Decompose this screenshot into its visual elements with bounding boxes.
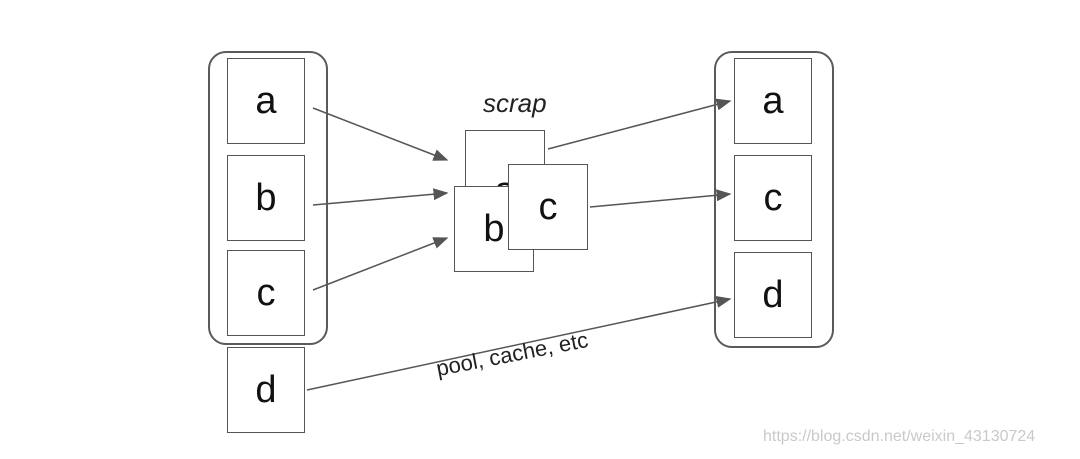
left-item-a: a (227, 58, 305, 144)
arrow-left-a-to-scrap (312, 107, 449, 161)
arrow-left-c-to-scrap (312, 237, 449, 291)
arrow-scrap-c-to-right (589, 189, 732, 208)
scrap-item-c: c (508, 164, 588, 250)
right-item-a: a (734, 58, 812, 144)
right-item-c: c (734, 155, 812, 241)
outside-item-d: d (227, 347, 305, 433)
left-group (208, 51, 328, 345)
watermark: https://blog.csdn.net/weixin_43130724 (763, 428, 1036, 445)
left-item-c: c (227, 250, 305, 336)
arrow-left-b-to-scrap (312, 188, 449, 206)
arrow-d-to-right (306, 295, 732, 391)
scrap-label: scrap (483, 88, 547, 118)
right-item-d: d (734, 252, 812, 338)
right-group (714, 51, 834, 348)
left-item-b: b (227, 155, 305, 241)
arrow-scrap-a-to-right (547, 98, 732, 150)
